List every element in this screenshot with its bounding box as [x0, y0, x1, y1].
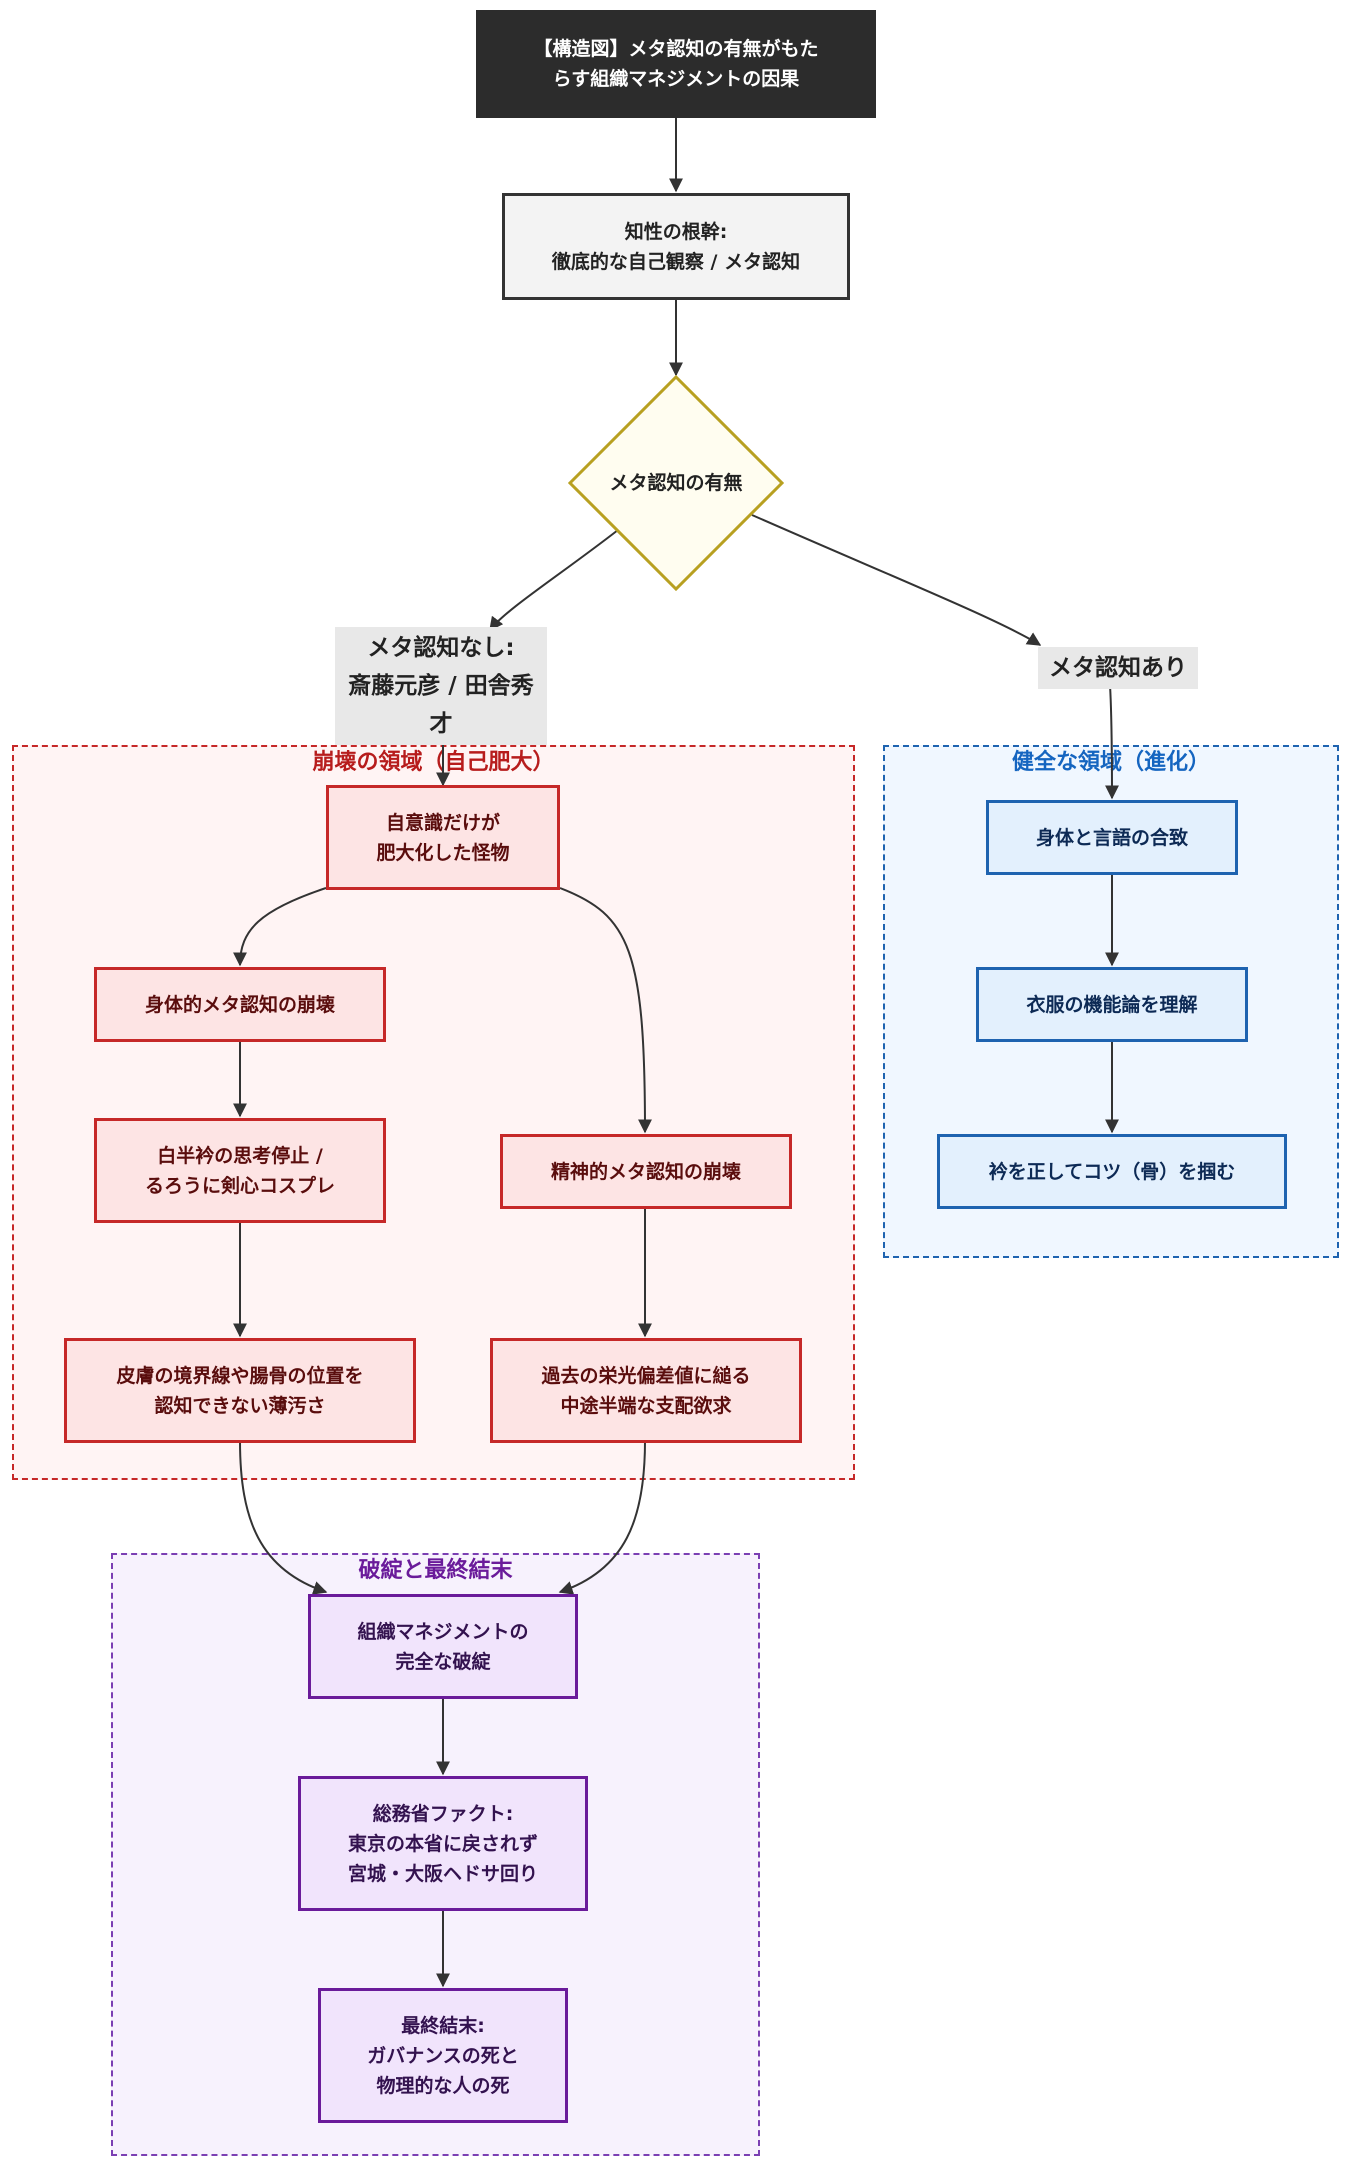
decision-node: メタ認知の有無 [568, 375, 784, 591]
node-collar-costume: 白半衿の思考停止 / るろうに剣心コスプレ [94, 1118, 386, 1223]
node-mental-collapse: 精神的メタ認知の崩壊 [500, 1134, 792, 1209]
node-final-end: 最終結末: ガバナンスの死と 物理的な人の死 [318, 1988, 568, 2123]
node-skin-boundary: 皮膚の境界線や腸骨の位置を 認知できない薄汚さ [64, 1338, 416, 1443]
node-monster: 自意識だけが 肥大化した怪物 [326, 785, 560, 890]
edge-yes-body [1104, 684, 1119, 800]
edge-decision-yes [751, 514, 1042, 646]
node-clothing-function: 衣服の機能論を理解 [976, 967, 1248, 1042]
node-ministry-fact: 総務省ファクト: 東京の本省に戻されず 宮城・大阪ヘドサ回り [298, 1776, 588, 1911]
edge-monster-physical [233, 887, 327, 967]
edge-past-org [558, 1440, 646, 1595]
cluster-ruin-label: 破綻と最終結末 [358, 1558, 513, 1583]
edge-monster-mental [559, 887, 652, 1134]
node-collar-bone: 衿を正してコツ（骨）を掴む [937, 1134, 1287, 1209]
decision-diamond-shape [568, 375, 784, 591]
branch-no-label: メタ認知なし: 斎藤元彦 / 田舎秀才 [335, 627, 547, 745]
root-node: 知性の根幹: 徹底的な自己観察 / メタ認知 [502, 193, 850, 300]
node-past-glory: 過去の栄光偏差値に縋る 中途半端な支配欲求 [490, 1338, 802, 1443]
edge-skin-org [239, 1440, 328, 1595]
decision-label: メタ認知の有無 [609, 472, 743, 494]
node-physical-collapse: 身体的メタ認知の崩壊 [94, 967, 386, 1042]
cluster-collapse-label: 崩壊の領域（自己肥大） [312, 750, 555, 775]
node-body-language: 身体と言語の合致 [986, 800, 1238, 875]
branch-yes-label: メタ認知あり [1038, 647, 1198, 689]
node-org-collapse: 組織マネジメントの 完全な破綻 [308, 1594, 578, 1699]
edge-decision-no [489, 529, 619, 632]
title-node: 【構造図】メタ認知の有無がもた らす組織マネジメントの因果 [476, 10, 876, 118]
